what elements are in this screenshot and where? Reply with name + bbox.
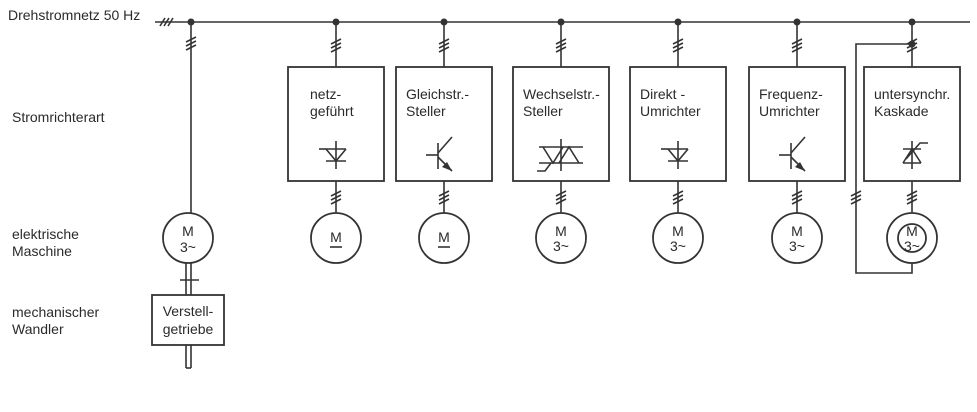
- converter-label-1: Gleichstr.-: [406, 86, 469, 102]
- triac-icon: [537, 139, 583, 172]
- converter-label-2: Kaskade: [874, 103, 929, 119]
- row-label-machine-1: elektrische: [12, 226, 79, 242]
- motor-label-top: M: [906, 223, 918, 239]
- three-phase-marker-icon: [159, 17, 174, 27]
- row-label-mechanical-1: mechanischer: [12, 304, 99, 320]
- motor-label-bottom: 3~: [670, 238, 686, 254]
- converter-label-2: Steller: [523, 103, 563, 119]
- converter-label-1: netz-: [310, 86, 341, 102]
- converter-label-1: Wechselstr.-: [523, 86, 600, 102]
- motor-label-bottom: 3~: [553, 238, 569, 254]
- three-phase-marker-icon: [438, 38, 450, 53]
- row-label-mechanical-2: Wandler: [12, 321, 64, 337]
- three-phase-marker-icon: [672, 190, 684, 205]
- motor-label-top: M: [438, 229, 450, 245]
- three-phase-marker-icon: [185, 36, 197, 51]
- three-phase-marker-icon: [555, 190, 567, 205]
- gto-thyristor-icon: [902, 141, 928, 169]
- converter-label-2: Umrichter: [759, 103, 820, 119]
- three-phase-marker-icon: [906, 190, 918, 205]
- motor-label-top: M: [182, 223, 194, 239]
- three-phase-marker-icon: [672, 38, 684, 53]
- converter-label-1: Frequenz-: [759, 86, 823, 102]
- mechanical-drive-branch: M 3~ Verstell- getriebe: [151, 18, 225, 369]
- motor-symbol: [310, 212, 362, 264]
- converter-columns: netz-geführtMGleichstr.-StellerMWechsels…: [287, 18, 961, 274]
- motor-symbol: [418, 212, 470, 264]
- row-label-converter-type: Stromrichterart: [12, 109, 105, 125]
- three-phase-marker-icon: [438, 190, 450, 205]
- gearbox-box: [151, 294, 225, 346]
- three-phase-marker-icon: [791, 38, 803, 53]
- transistor-icon: [779, 136, 806, 172]
- motor-symbol: [162, 212, 214, 264]
- motor-label-top: M: [555, 223, 567, 239]
- row-label-machine-2: Maschine: [12, 243, 72, 259]
- three-phase-marker-icon: [791, 190, 803, 205]
- motor-label-top: M: [330, 229, 342, 245]
- three-phase-marker-icon: [330, 190, 342, 205]
- transistor-icon: [426, 136, 453, 172]
- thyristor-icon: [319, 141, 347, 169]
- converter-label-2: geführt: [310, 103, 354, 119]
- bus-label: Drehstromnetz 50 Hz: [8, 7, 140, 23]
- motor-label-top: M: [791, 223, 803, 239]
- motor-label-bottom: 3~: [180, 239, 196, 255]
- converter-label-1: untersynchr.: [874, 86, 950, 102]
- motor-label-top: M: [672, 223, 684, 239]
- three-phase-marker-icon: [555, 38, 567, 53]
- motor-symbol: [771, 212, 823, 264]
- motor-symbol: [535, 212, 587, 264]
- motor-label-bottom: 3~: [904, 238, 920, 254]
- gearbox-label-2: getriebe: [163, 321, 214, 337]
- thyristor-icon: [661, 141, 689, 169]
- converter-label-2: Steller: [406, 103, 446, 119]
- rotor-feedback-line: [855, 43, 913, 274]
- three-phase-marker-icon: [330, 38, 342, 53]
- three-phase-marker-icon: [850, 190, 862, 205]
- converter-label-1: Direkt -: [640, 86, 685, 102]
- gearbox-label-1: Verstell-: [163, 303, 214, 319]
- motor-symbol: [652, 212, 704, 264]
- rotor-symbol: [897, 223, 927, 253]
- converter-label-2: Umrichter: [640, 103, 701, 119]
- motor-label-bottom: 3~: [789, 238, 805, 254]
